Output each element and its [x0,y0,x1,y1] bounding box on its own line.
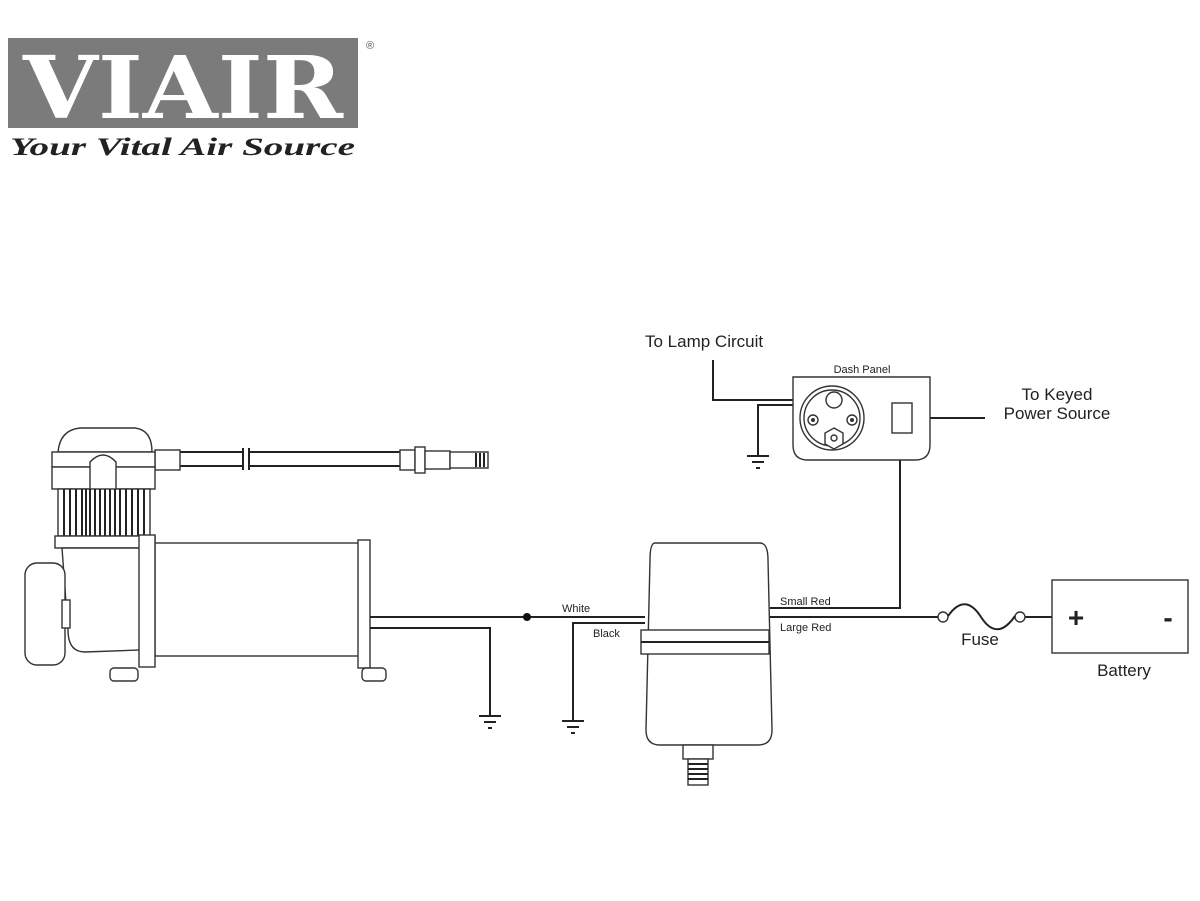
dash-panel [792,376,931,461]
lamp-circuit-label: To Lamp Circuit [645,332,763,351]
viair-logo: VIAIR ® Your Vital Air Source [8,38,374,161]
junction-dot [523,613,531,621]
logo-brand: VIAIR [22,38,344,139]
ground-icon [479,715,501,729]
registered-mark: ® [366,40,374,52]
lamp-circuit-wire [712,360,825,401]
keyed-label-line1: To Keyed [1022,385,1093,404]
small-red-label: Small Red [780,596,831,608]
ground-icon [747,455,769,469]
battery-label: Battery [1097,661,1151,680]
compressor-ground-wire [370,627,491,715]
fuse-label: Fuse [961,630,999,649]
battery-minus: - [1163,602,1172,633]
logo-tagline: Your Vital Air Source [10,134,355,161]
large-red-label: Large Red [780,622,831,634]
dash-panel-label: Dash Panel [834,364,891,376]
battery: + - [1051,579,1189,654]
switch-icon [891,402,913,434]
black-wire [572,622,645,720]
lamp-pin [825,391,843,409]
black-wire-label: Black [593,628,620,640]
ground-icon [562,720,584,734]
compressor [24,427,489,682]
small-red-wire [770,432,901,609]
white-wire-label: White [562,603,590,615]
relay [640,542,773,786]
keyed-label-line2: Power Source [1004,404,1111,423]
battery-plus: + [1068,602,1084,633]
fuse-icon [937,603,1026,631]
